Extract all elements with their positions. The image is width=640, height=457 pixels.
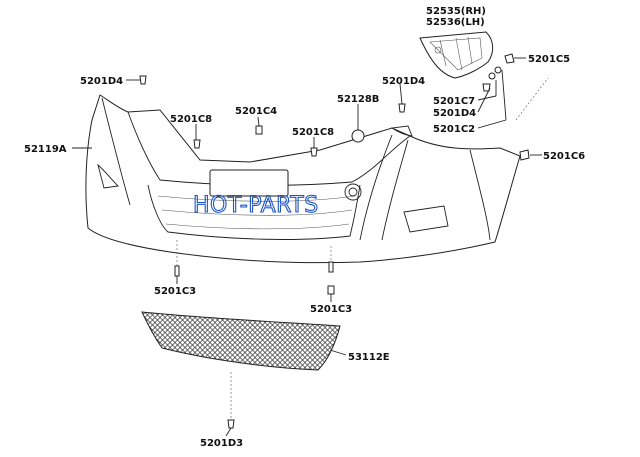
label-5201d4-right: 5201D4 xyxy=(433,108,476,119)
label-5201d4-top-right: 5201D4 xyxy=(382,76,425,87)
fog-lamp-bracket xyxy=(419,31,494,79)
label-5201c2: 5201C2 xyxy=(433,124,475,135)
label-5201c8-mid: 5201C8 xyxy=(292,127,334,138)
label-5201c7: 5201C7 xyxy=(433,96,475,107)
label-52535: 52535(RH) xyxy=(426,6,486,17)
leader-lines xyxy=(72,57,549,437)
label-52119a: 52119A xyxy=(24,144,67,155)
label-5201c3-left: 5201C3 xyxy=(154,286,196,297)
label-52536: 52536(LH) xyxy=(426,17,485,28)
label-52128b: 52128B xyxy=(337,94,379,105)
label-5201c3-right: 5201C3 xyxy=(310,304,352,315)
lower-grille-mesh xyxy=(141,311,341,371)
label-5201c4: 5201C4 xyxy=(235,106,277,117)
label-5201c5: 5201C5 xyxy=(528,54,570,65)
label-5201d3: 5201D3 xyxy=(200,438,243,449)
watermark: HOT-PARTS xyxy=(193,193,319,218)
callout-labels: 52535(RH) 52536(LH) 5201C5 5201D4 5201D4… xyxy=(24,6,585,449)
label-5201c6: 5201C6 xyxy=(543,151,585,162)
label-5201d4-left: 5201D4 xyxy=(80,76,123,87)
label-53112e: 53112E xyxy=(348,352,390,363)
label-5201c8-left: 5201C8 xyxy=(170,114,212,125)
front-bumper-cover xyxy=(85,94,521,264)
